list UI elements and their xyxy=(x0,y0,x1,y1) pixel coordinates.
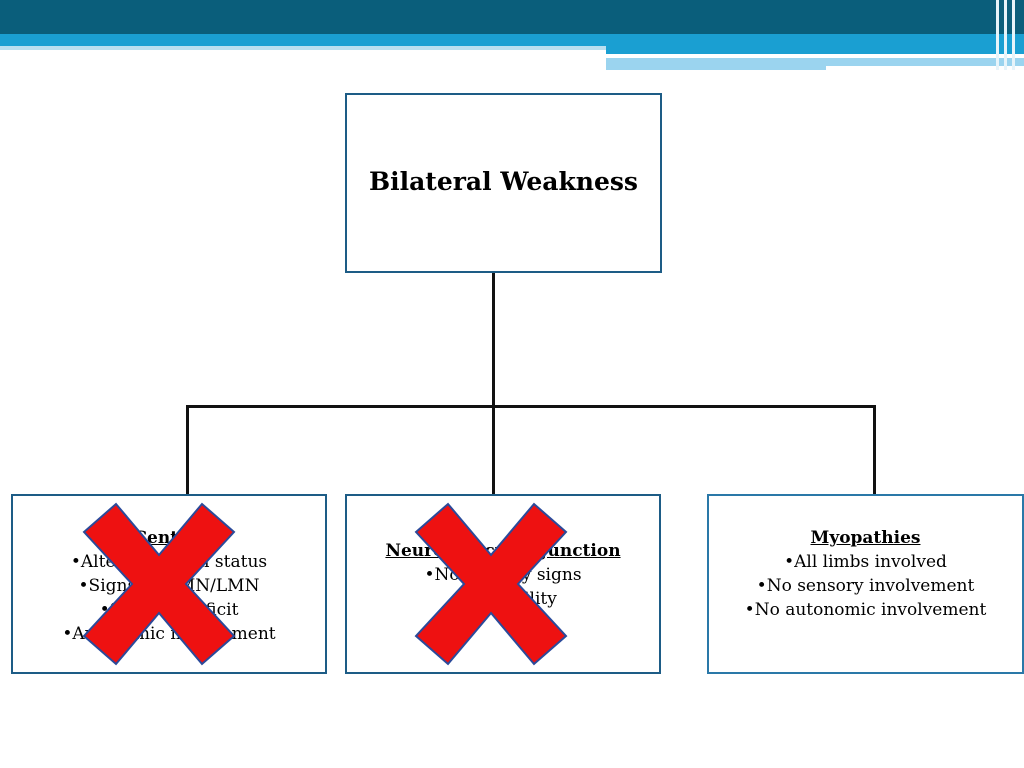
header-bar-blue xyxy=(0,34,1024,46)
connector-right xyxy=(873,405,876,495)
connector-left xyxy=(186,405,189,495)
header-bar-dark xyxy=(0,0,1024,34)
node-title: Bilateral Weakness xyxy=(368,166,639,196)
red-cross-icon xyxy=(82,502,236,666)
header-stripe xyxy=(996,0,999,70)
header-bar-light xyxy=(0,46,608,50)
connector-horizontal xyxy=(186,405,876,408)
red-cross-icon xyxy=(414,502,568,666)
header-stripe xyxy=(1004,0,1007,70)
header-stripe xyxy=(1012,0,1015,70)
node-bullet: •No sensory involvement xyxy=(756,576,975,596)
connector-trunk xyxy=(492,273,495,408)
header-gap-white xyxy=(606,54,948,58)
connector-center xyxy=(492,405,495,495)
header-bar-blue-right xyxy=(606,46,1024,54)
header-gap-white-2 xyxy=(826,66,1024,70)
node-heading: Myopathies xyxy=(810,528,921,548)
node-myopathies: Myopathies •All limbs involved •No senso… xyxy=(707,494,1024,674)
node-bullet: •All limbs involved xyxy=(784,552,947,572)
node-bullet: •No autonomic involvement xyxy=(744,600,987,620)
node-bilateral-weakness: Bilateral Weakness xyxy=(345,93,662,273)
